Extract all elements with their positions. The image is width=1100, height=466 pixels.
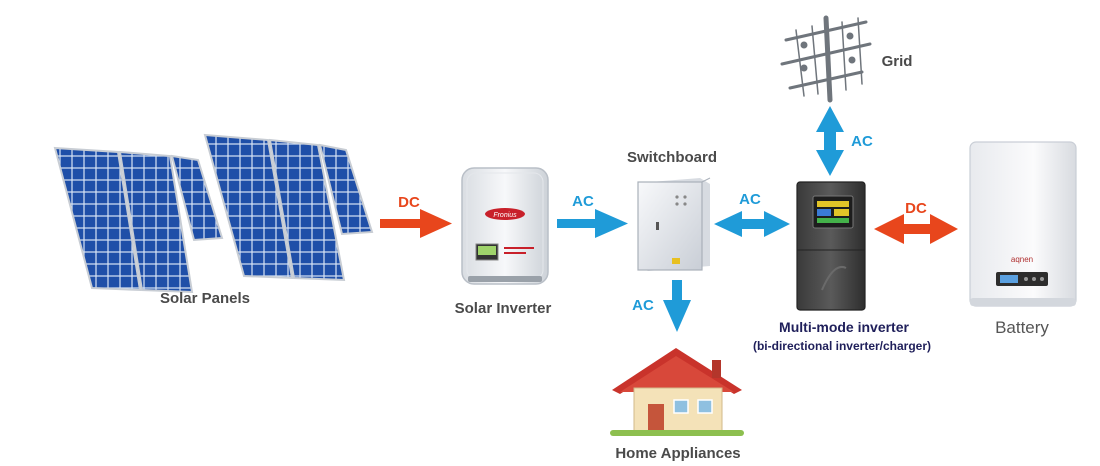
battery-icon: aqnen: [969, 141, 1077, 307]
inverter-brand-text: Fronius: [493, 212, 517, 219]
home-appliances-label: Home Appliances: [615, 445, 740, 462]
ac-arrow-multimode-to-grid: [816, 106, 844, 176]
switchboard-icon: [637, 177, 711, 271]
solar-panels-label: Solar Panels: [160, 290, 250, 307]
solar-inverter-label: Solar Inverter: [455, 300, 552, 317]
multimode-inverter-sublabel: (bi-directional inverter/charger): [753, 339, 931, 353]
battery-brand-text: aqnen: [1011, 255, 1033, 264]
dc-arrow-panels-to-inverter: [380, 209, 452, 238]
ac-arrow-switchboard-to-home: [663, 280, 691, 332]
ac-arrow-inverter-to-switchboard: [557, 209, 628, 238]
ac-label-multimode-to-grid: AC: [851, 133, 873, 150]
dc-arrow-multimode-to-battery: [874, 214, 958, 244]
grid-pole-icon: [780, 15, 872, 103]
home-icon: [610, 348, 744, 436]
grid-label: Grid: [882, 53, 913, 70]
solar-panels-icon: [53, 133, 374, 294]
ac-label-switchboard-to-multimode: AC: [739, 191, 761, 208]
dc-label-panels-to-inverter: DC: [398, 194, 420, 211]
solar-inverter-icon: Fronius: [461, 167, 549, 285]
dc-label-multimode-to-battery: DC: [905, 200, 927, 217]
switchboard-label: Switchboard: [627, 149, 717, 166]
ac-arrow-switchboard-to-multimode: [714, 211, 790, 237]
multimode-inverter-label: Multi-mode inverter: [779, 319, 909, 335]
ac-label-switchboard-to-home: AC: [632, 297, 654, 314]
multimode-inverter-icon: [796, 181, 866, 311]
battery-label: Battery: [995, 318, 1049, 337]
ac-label-inverter-to-switchboard: AC: [572, 193, 594, 210]
